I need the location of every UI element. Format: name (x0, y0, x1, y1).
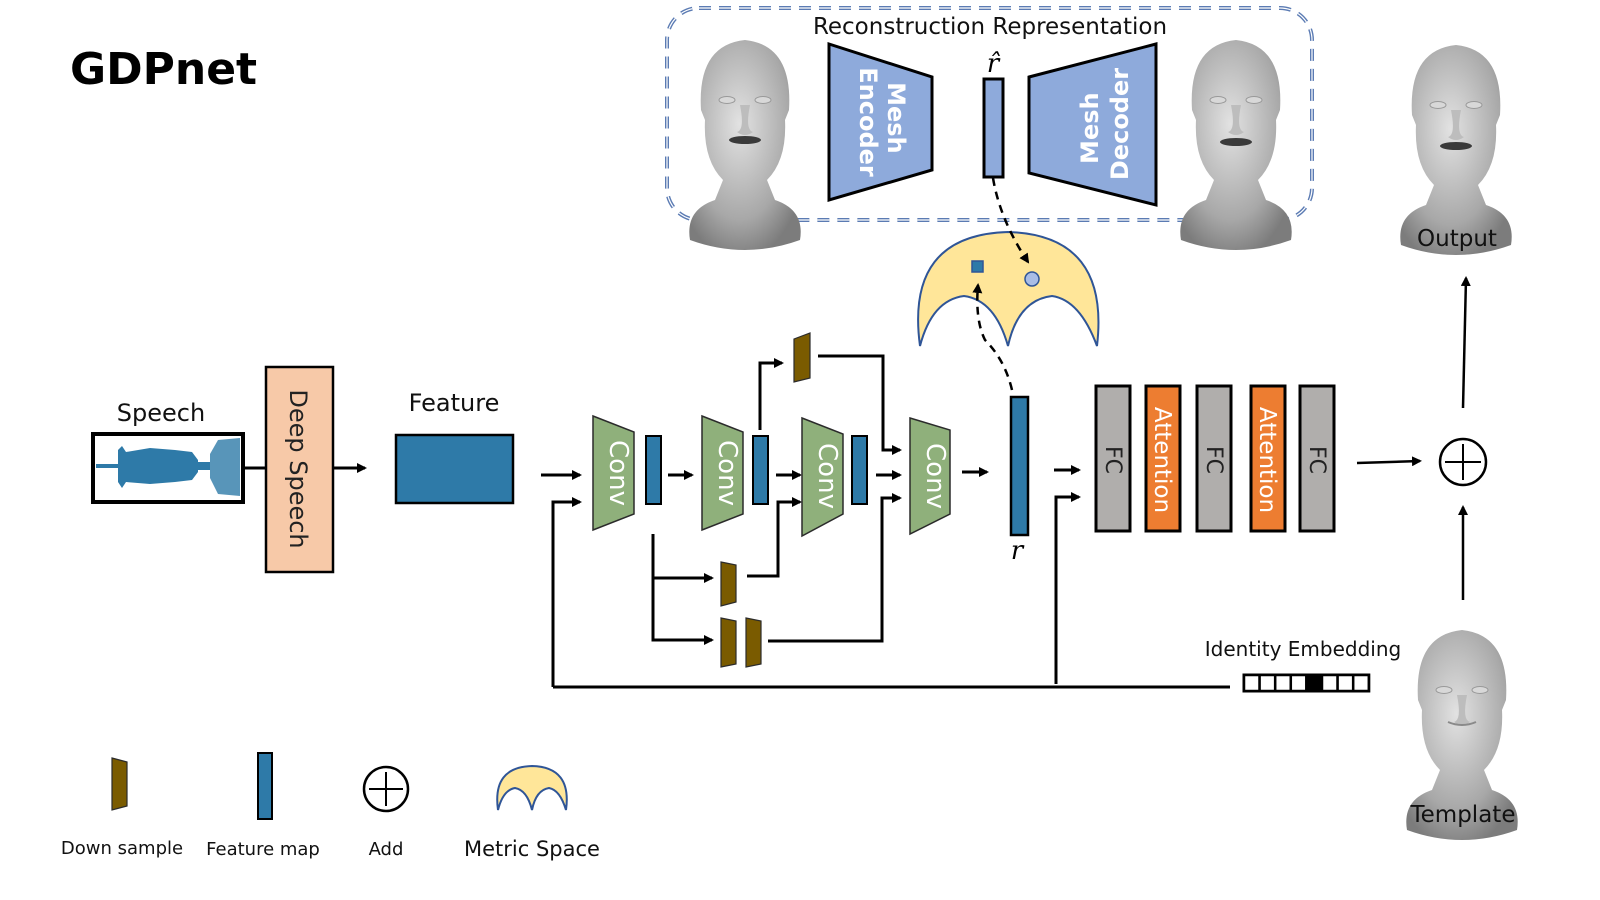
latent-r-label: r (1011, 536, 1025, 566)
feature-map-1 (645, 435, 662, 505)
fc-block-1 (1094, 384, 1132, 533)
conv-block-2: Conv (701, 414, 744, 532)
identity-embedding-vector (1242, 673, 1371, 693)
fc-attention-stack: FC Attention FC Attention FC (1094, 384, 1336, 533)
downsample-bottom-b (745, 617, 762, 668)
embedding-cell (1289, 673, 1308, 693)
mesh-decoder-line2: Decoder (1106, 68, 1134, 180)
embedding-cell (1273, 673, 1293, 693)
deep-speech-label: Deep Speech (284, 389, 312, 548)
feature-map-3 (851, 435, 868, 505)
metric-space (917, 177, 1100, 391)
legend-downsample-icon (111, 757, 128, 811)
legend-featuremap-label: Feature map (206, 839, 320, 860)
conv-block-3: Conv (801, 416, 844, 538)
embedding-cell (1305, 673, 1324, 693)
attention-label-2: Attention (1254, 407, 1280, 513)
attention-label-1: Attention (1149, 407, 1175, 513)
fc-label-2: FC (1201, 446, 1226, 474)
legend-downsample-label: Down sample (61, 838, 183, 859)
metric-point-r-hat (1024, 271, 1040, 287)
fc-block-2 (1195, 384, 1233, 533)
downsample-bottom-a (720, 617, 737, 668)
input-face-mouth (729, 136, 761, 144)
arrow-identity-to-conv1 (551, 497, 582, 687)
mesh-decoder-line1: Mesh (1076, 92, 1104, 164)
dashed-arrow-r-to-metric (972, 283, 1014, 391)
embedding-cell (1351, 673, 1371, 693)
speech-waveform (96, 438, 240, 496)
reconstruction-label: Reconstruction Representation (813, 14, 1167, 40)
conv-block-1: Conv (592, 414, 635, 532)
dashed-arrow-rhat-to-metric (991, 177, 1030, 264)
embedding-cell (1320, 673, 1339, 693)
embedding-cell (1242, 673, 1261, 693)
mesh-encoder (827, 41, 934, 202)
output-label: Output (1417, 226, 1497, 252)
metric-point-r (971, 260, 984, 273)
metric-space-shape (917, 230, 1100, 347)
feature-block (394, 433, 515, 505)
arrow-add-to-output (1460, 276, 1471, 409)
downsample-mid (720, 561, 737, 607)
legend-metric-icon (496, 764, 568, 811)
legend-metric-label: Metric Space (464, 837, 600, 861)
legend-featuremap-icon (257, 752, 273, 820)
conv-label-4: Conv (920, 443, 950, 509)
latent-r-hat-label: r̂ (987, 49, 1001, 79)
fc-label-1: FC (1100, 446, 1125, 474)
conv-label-2: Conv (712, 440, 742, 506)
svg-text:Mesh Encoder: Mesh Encoder (854, 67, 910, 177)
feature-map-2 (752, 435, 769, 505)
svg-text:Mesh Decoder: Mesh Decoder (1076, 68, 1134, 180)
legend-add-label: Add (369, 839, 404, 860)
conv-block-4: Conv (909, 416, 951, 536)
attention-block-2 (1249, 384, 1287, 533)
legend-add-icon (362, 765, 410, 813)
reconstructed-face-mouth (1220, 138, 1252, 146)
speech-label: Speech (117, 399, 205, 427)
conv-label-1: Conv (603, 440, 633, 506)
fc-label-3: FC (1304, 446, 1329, 474)
input-face-mesh (688, 39, 802, 251)
mesh-encoder-line2: Encoder (854, 67, 882, 177)
latent-r-hat (982, 77, 1005, 179)
output-face-mouth (1440, 142, 1472, 150)
deep-speech-block (264, 365, 335, 574)
add-node (1438, 437, 1488, 487)
fc-block-3 (1298, 384, 1336, 533)
identity-embedding-label: Identity Embedding (1205, 637, 1401, 661)
figure-title: GDPnet (70, 44, 257, 95)
downsample-top (793, 332, 811, 383)
conv-label-3: Conv (812, 443, 842, 509)
mesh-decoder (1027, 42, 1158, 207)
embedding-cell (1258, 673, 1277, 693)
attention-block-1 (1144, 384, 1182, 533)
reconstruction-module: Reconstruction Representation Mesh Encod… (665, 6, 1314, 251)
latent-r (1009, 395, 1030, 537)
template-label: Template (1410, 802, 1516, 828)
mesh-encoder-line1: Mesh (882, 82, 910, 154)
feature-label: Feature (409, 389, 500, 417)
embedding-cell (1336, 673, 1355, 693)
legend: Down sample Feature map Add Metric Space (61, 752, 600, 861)
